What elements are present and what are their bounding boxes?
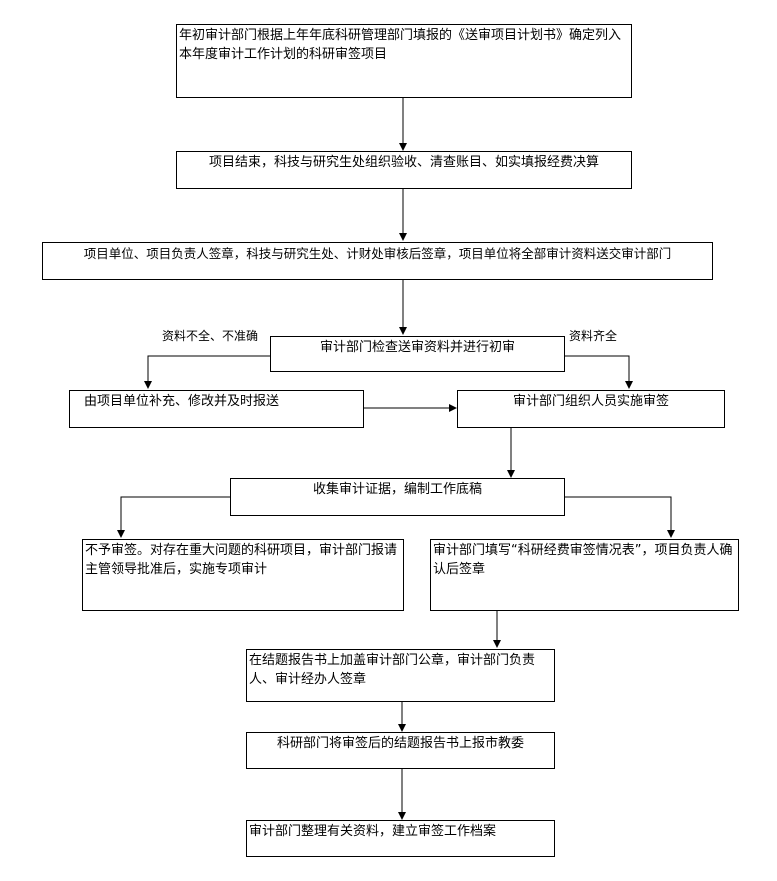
node-fill-form: 审计部门填写“科研经费审签情况表”，项目负责人确认后签章 <box>430 539 739 611</box>
node-sign-submit: 项目单位、项目负责人签章，科技与研究生处、计财处审核后签章，项目单位将全部审计资… <box>42 242 713 280</box>
label-complete: 资料齐全 <box>569 329 618 343</box>
node-report: 科研部门将审签后的结题报告书上报市教委 <box>246 732 555 769</box>
arrow-collect-to-reject <box>117 496 230 538</box>
node-supplement: 由项目单位补充、修改并及时报送 <box>69 390 364 428</box>
node-project-end: 项目结束，科技与研究生处组织验收、清查账目、如实填报经费决算 <box>176 151 632 189</box>
arrow-collect-to-form <box>565 496 675 538</box>
arrow-review-to-organize <box>565 355 633 389</box>
arrow-review-to-supplement <box>144 355 270 389</box>
node-organize-audit: 审计部门组织人员实施审签 <box>457 390 725 428</box>
label-incomplete: 资料不全、不准确 <box>162 329 259 343</box>
node-initial-review: 审计部门检查送审资料并进行初审 <box>270 336 565 372</box>
node-annual-plan: 年初审计部门根据上年年底科研管理部门填报的《送审项目计划书》确定列入本年度审计工… <box>176 24 632 98</box>
node-reject: 不予审签。对存在重大问题的科研项目，审计部门报请主管领导批准后，实施专项审计 <box>82 539 404 611</box>
node-archive: 审计部门整理有关资料，建立审签工作档案 <box>246 820 555 857</box>
node-collect-evidence: 收集审计证据，编制工作底稿 <box>230 478 565 516</box>
node-seal: 在结题报告书上加盖审计部门公章，审计部门负责人、审计经办人签章 <box>246 649 555 702</box>
